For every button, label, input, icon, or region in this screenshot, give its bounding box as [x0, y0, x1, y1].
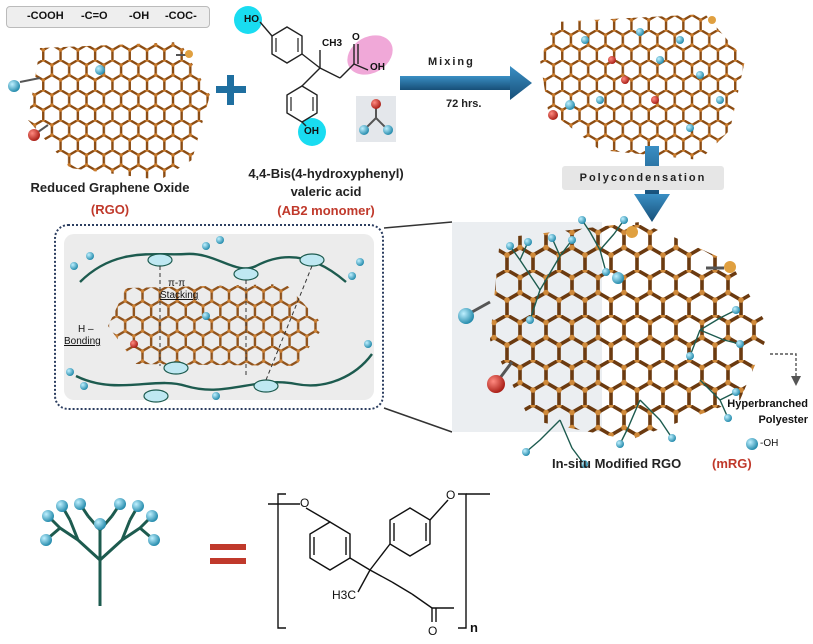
polymer-o-right: O [446, 488, 456, 502]
hyperbranched-line1: Hyperbranched [727, 398, 808, 410]
polymer-o-bottom: O [428, 624, 438, 638]
oh-legend-ball-icon [746, 438, 758, 450]
plus-icon [216, 75, 246, 105]
rgo-sheet [8, 42, 210, 180]
oh-acid-label: OH [370, 62, 385, 73]
pipi-line2: Stacking [160, 290, 199, 301]
polycondensation-box: Polycondensation [562, 166, 724, 190]
dendron-balls [506, 216, 744, 468]
pipi-line1: π-π [168, 278, 186, 289]
monomer-name-line2: valeric acid [290, 184, 362, 199]
polymer-h3c: H3C [332, 588, 357, 602]
mrg-sheet [458, 222, 770, 440]
mrg-abbr: (mRG) [712, 456, 752, 471]
hyperbranched-line2: Polyester [758, 414, 808, 426]
hyperbranched-dendrons [509, 219, 741, 465]
monomer-name-line1: 4,4-Bis(4-hydroxyphenyl) [248, 166, 404, 181]
mrg-name: In-situ Modified RGO [552, 456, 682, 471]
polycondensation-label: Polycondensation [579, 172, 707, 184]
monomer-structure [234, 6, 396, 146]
functional-group-legend: -COOH -C=O -OH -COC- [6, 6, 210, 28]
hyperbranched-oh: -OH [760, 438, 779, 449]
mixed-rgo-sheet [540, 14, 745, 160]
hbond-line1: H – [78, 324, 94, 335]
monomer-abbr: (AB2 monomer) [277, 203, 375, 218]
carbonyl-o-label: O [352, 32, 360, 43]
dotted-pointer [770, 353, 801, 386]
polymer-n: n [470, 620, 478, 635]
inset-drawing [66, 236, 373, 403]
interaction-inset: π-π Stacking H – Bonding [54, 224, 384, 410]
legend-co-label: -C=O [81, 10, 108, 22]
mixing-time: 72 hrs. [446, 98, 482, 110]
dendrimer-icon [45, 503, 155, 606]
dendrimer-balls [40, 498, 160, 546]
polymer-o-left: O [300, 496, 310, 510]
equals-icon [210, 544, 246, 564]
mixing-arrow [400, 66, 532, 100]
ho-bottom-label: OH [304, 126, 319, 137]
ho-top-label: HO [244, 14, 259, 25]
legend-oh-label: -OH [129, 10, 150, 22]
hbond-line2: Bonding [64, 336, 101, 347]
legend-coc-label: -COC- [165, 10, 197, 22]
ch3-label: CH3 [322, 38, 343, 49]
mixing-label: Mixing [428, 56, 475, 68]
legend-cooh-label: -COOH [27, 10, 64, 22]
rgo-abbr: (RGO) [90, 202, 130, 217]
polymer-structure [268, 493, 490, 629]
rgo-name: Reduced Graphene Oxide [30, 180, 190, 195]
